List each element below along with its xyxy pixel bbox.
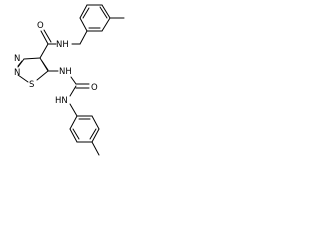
atom-n-ring-lower: N: [14, 68, 20, 78]
urea-group: [47, 70, 90, 97]
atom-s-ring: S: [29, 80, 34, 90]
atom-n-ring-upper: N: [14, 54, 20, 64]
atom-nh-amide: NH: [56, 40, 69, 50]
lower-tolyl-ring: [69, 103, 100, 156]
atom-o-amide: O: [37, 21, 44, 31]
atom-nh-upper: NH: [59, 67, 72, 77]
upper-tolyl-ring: [79, 4, 125, 45]
atom-nh-lower: HN: [55, 96, 68, 106]
chemical-structure-diagram: O NH S N N NH O HN: [14, 4, 125, 156]
atom-o-urea: O: [91, 83, 98, 93]
thiadiazole-ring: [17, 57, 49, 83]
amide-group: [39, 29, 81, 59]
